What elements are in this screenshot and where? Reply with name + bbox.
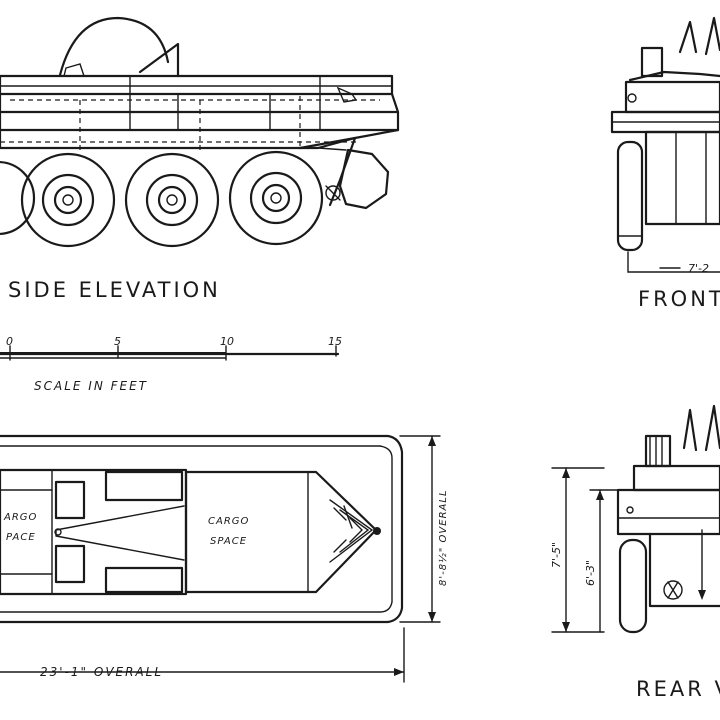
rear-view: 7'-5" 6'-3" REAR V xyxy=(550,404,720,701)
overall-width-dimension: 8'-8½" OVERALL xyxy=(437,489,449,586)
cargo-space-right-label-1: CARGO xyxy=(208,516,249,527)
scale-tick-5: 5 xyxy=(114,335,121,348)
wheel xyxy=(124,152,220,248)
wheel xyxy=(0,160,36,236)
side-elevation-label: SIDE ELEVATION xyxy=(8,278,221,302)
front-view-label: FRONT xyxy=(638,287,720,311)
cargo-space-left-label-1: ARGO xyxy=(3,512,37,523)
scale-tick-10: 10 xyxy=(220,335,234,348)
wheel xyxy=(228,150,324,246)
rear-view-label: REAR V xyxy=(636,677,720,701)
front-view: 7'-2 FRONT xyxy=(610,16,720,311)
rear-total-height-dimension: 7'-5" xyxy=(550,542,563,568)
overall-length-dimension: 23'-1" OVERALL xyxy=(40,665,163,679)
cargo-space-left-label-2: PACE xyxy=(6,532,36,543)
wheel xyxy=(20,152,116,248)
scale-caption: SCALE IN FEET xyxy=(34,379,148,393)
front-width-dimension: 7'-2 xyxy=(688,262,709,275)
scale-bar: 0 5 10 15 SCALE IN FEET xyxy=(0,335,342,393)
plan-view: ARGO PACE CARGO SPACE 8'-8½" OVERALL 23'… xyxy=(0,434,449,683)
rear-inner-height-dimension: 6'-3" xyxy=(584,560,597,586)
side-elevation-view: SIDE ELEVATION xyxy=(0,16,400,302)
scale-tick-0: 0 xyxy=(6,335,13,348)
scale-tick-15: 15 xyxy=(328,335,342,348)
cargo-space-right-label-2: SPACE xyxy=(210,536,247,547)
